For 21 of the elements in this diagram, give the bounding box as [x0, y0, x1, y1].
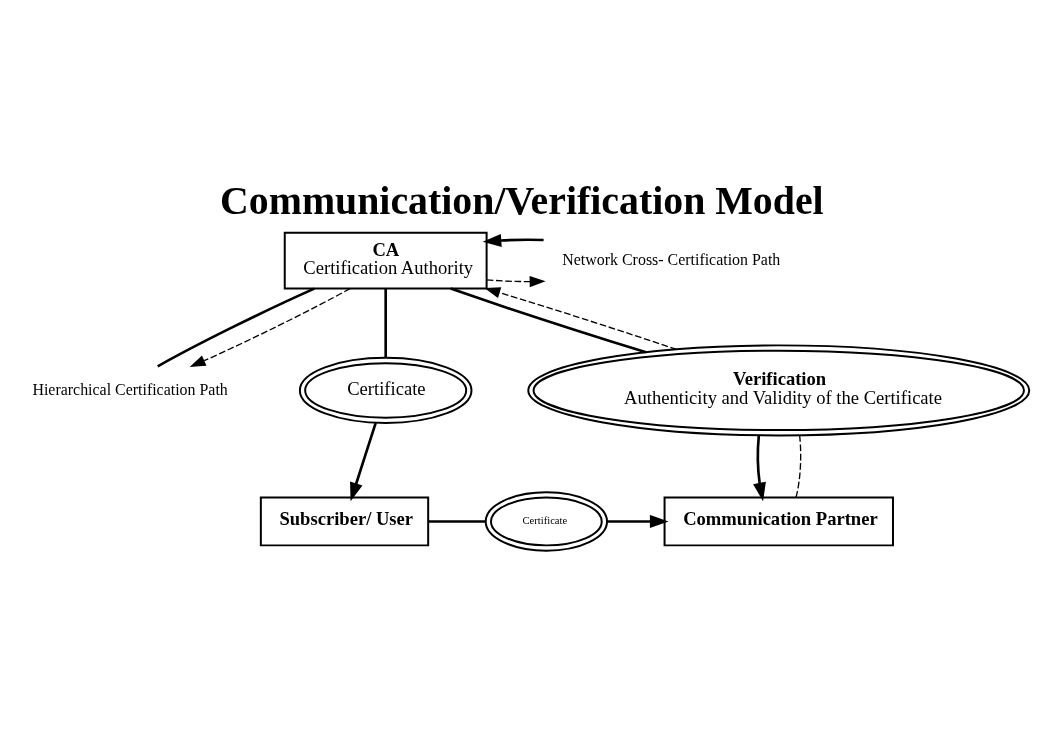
arrow	[350, 422, 377, 502]
connector	[157, 287, 315, 368]
connector	[428, 520, 486, 523]
connector	[384, 288, 387, 358]
node-ellipse: Certificate	[298, 356, 473, 424]
node-box: CA Certification Authority	[283, 231, 488, 290]
arrow	[484, 287, 678, 351]
arrow	[482, 233, 544, 247]
connector	[795, 434, 802, 498]
node-text: Hierarchical Certification Path	[32, 380, 228, 398]
arrow	[753, 435, 766, 502]
node-box: Communication Partner	[663, 496, 894, 547]
node-text: Network Cross- Certification Path	[562, 250, 781, 268]
node-ellipse: Certificate	[484, 491, 609, 552]
connector	[450, 287, 647, 354]
node-ellipse: Verification Authenticity and Validity of the Certificate	[527, 344, 1031, 437]
arrow	[607, 514, 669, 528]
diagram-title: Communication/Verification Model	[220, 178, 824, 224]
arrow	[189, 287, 351, 368]
node-box: Subscriber/ User	[259, 496, 430, 547]
arrow	[486, 276, 546, 288]
